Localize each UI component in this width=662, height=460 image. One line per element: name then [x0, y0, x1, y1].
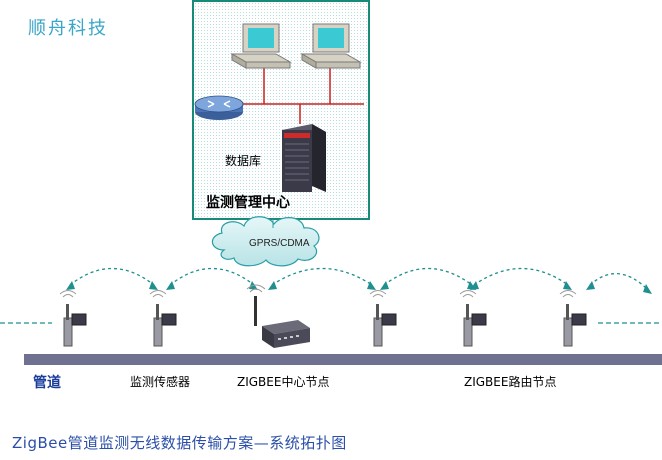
- gprs-cdma-cloud-icon: [211, 216, 320, 267]
- wireless-links: [69, 267, 649, 291]
- router-node-label: ZIGBEE路由节点: [464, 375, 557, 389]
- radio-wave-marks: [59, 284, 577, 298]
- zigbee-node-icon: [373, 304, 397, 347]
- sensor-label: 监测传感器: [130, 375, 191, 389]
- lan-wiring: [240, 62, 364, 124]
- link-arrowheads: [66, 281, 652, 294]
- cloud-label: GPRS/CDMA: [249, 238, 310, 249]
- zigbee-coordinator-icon: [254, 296, 310, 348]
- pipeline-label: 管道: [33, 375, 61, 391]
- computer-icon: [230, 23, 292, 69]
- zigbee-node-icon: [563, 304, 587, 347]
- router-icon: [194, 95, 244, 120]
- zigbee-node-icon: [63, 304, 87, 347]
- database-server-icon: [282, 124, 326, 192]
- coordinator-label: ZIGBEE中心节点: [237, 375, 330, 389]
- database-label: 数据库: [225, 154, 262, 168]
- diagram-caption: ZigBee管道监测无线数据传输方案—系统拓扑图: [12, 434, 347, 452]
- computer-icon: [300, 23, 362, 69]
- pipeline-bar: [24, 354, 662, 365]
- monitoring-center-title: 监测管理中心: [206, 195, 290, 211]
- zigbee-node-icon: [153, 304, 177, 347]
- brand-logo-text: 顺舟科技: [28, 18, 108, 39]
- zigbee-node-icon: [463, 304, 487, 347]
